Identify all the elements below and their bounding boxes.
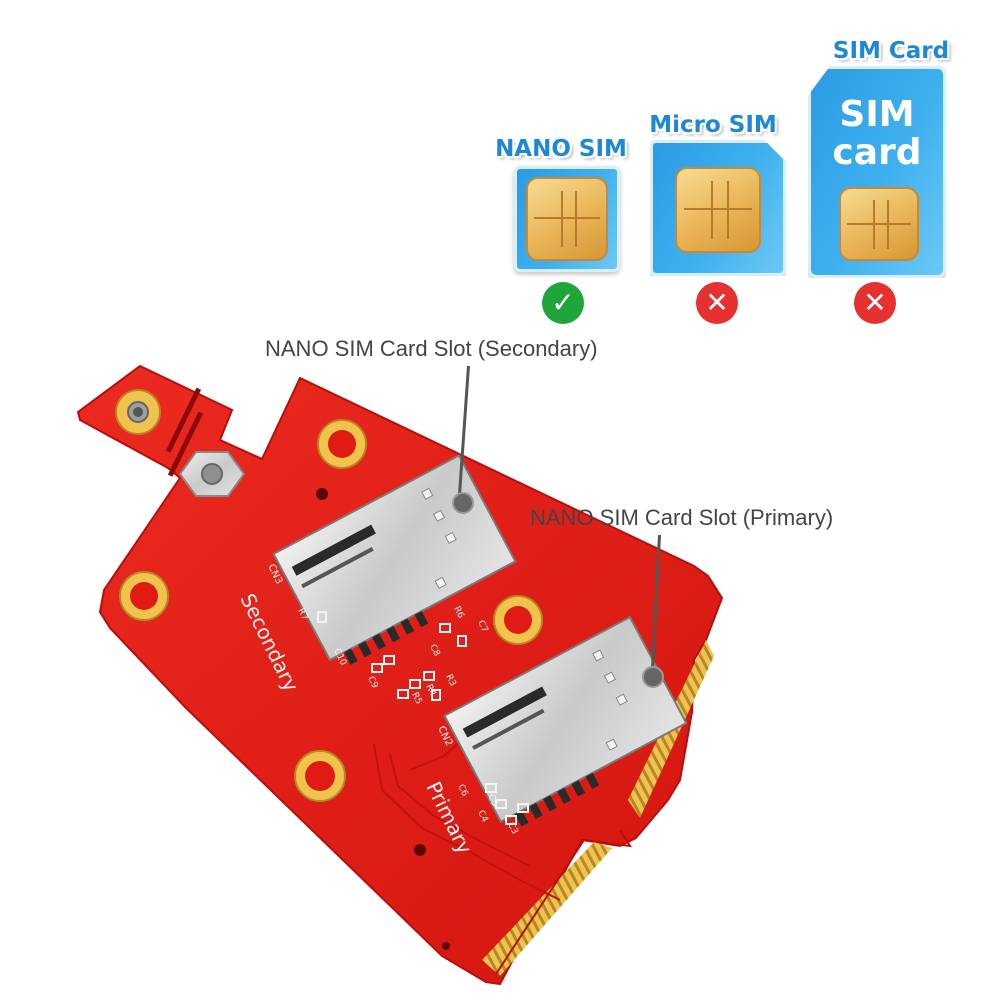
sim-card-title: SIM Card [832,38,950,64]
ref-c6: C6 [455,783,469,798]
ref-c5: C5 [485,793,499,808]
sim-slot-primary [443,615,688,827]
nano-sim-card [514,166,620,272]
check-icon: ✓ [542,282,584,324]
micro-sim-title: Micro SIM [649,112,777,138]
ref-r6: R6 [451,605,465,620]
sim-card-word-top: SIM [839,94,915,135]
ref-r3: R3 [443,673,457,688]
micro-sim-card [650,140,786,276]
primary-slot-callout: NANO SIM Card Slot (Primary) [530,505,834,530]
primary-leader-dot [642,666,664,688]
cross-icon: ✕ [696,282,738,324]
ref-r5: R5 [409,691,423,706]
mounting-holes [115,389,543,802]
tab-pads [165,387,204,477]
standard-sim-card: SIM card [808,66,946,278]
nano-sim-title: NANO SIM [495,136,627,162]
ref-r4: R4 [423,683,437,698]
chip-icon [526,177,608,261]
chip-icon [675,167,761,253]
ref-c8: C8 [427,643,441,658]
ref-c7: C7 [475,619,489,634]
secondary-slot-callout: NANO SIM Card Slot (Secondary) [265,336,598,361]
edge-connector [482,842,612,976]
chip-icon [839,187,919,261]
ref-r7: R7 [295,607,309,622]
ref-c9: C9 [365,675,379,690]
ref-c4: C4 [475,809,489,824]
secondary-leader-dot [452,492,474,514]
smd-components [317,611,529,825]
ref-c3: C3 [505,821,519,836]
standoff-nut [178,451,246,497]
sim-card-word-bottom: card [832,132,922,173]
cross-icon: ✕ [854,282,896,324]
